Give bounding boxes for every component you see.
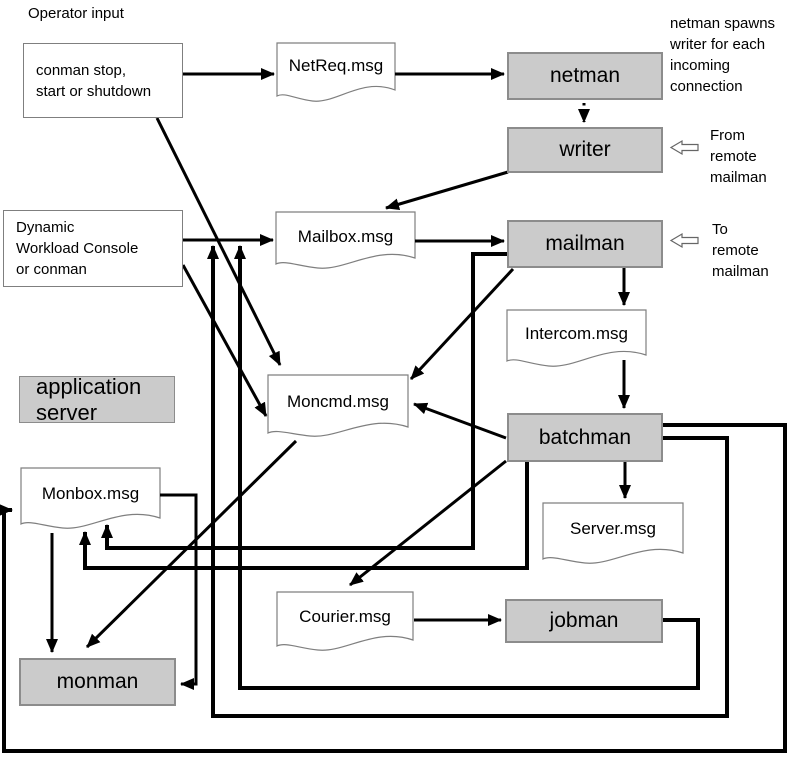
file-label-courier: Courier.msg: [299, 607, 391, 626]
arrow-batchman-to-moncmd: [413, 402, 507, 440]
netman-spawns-note: netman spawns writer for each incoming c…: [670, 15, 776, 95]
process-box-jobman: jobman: [505, 599, 663, 643]
arrow-batchman-to-monbox-bottom: [79, 462, 529, 570]
operator-input-label: Operator input: [28, 5, 124, 22]
arrow-writer-to-mailbox: [385, 170, 509, 211]
from-remote-arrow-icon: [669, 139, 699, 156]
file-label-netreq: NetReq.msg: [288, 56, 384, 75]
process-box-netman: netman: [507, 52, 663, 100]
file-mailbox-shape: [275, 211, 416, 269]
arrow-batchman-return-to-mailbox: [207, 245, 729, 718]
arrow-moncmd-to-monman: [85, 439, 298, 649]
dwc-box: Dynamic Workload Console or conman: [3, 210, 183, 287]
arrow-conman-to-moncmd: [155, 117, 282, 366]
arrow-mailman-to-monbox: [101, 252, 507, 550]
application-server-box: application server: [19, 374, 175, 425]
file-moncmd-shape: [267, 374, 409, 437]
arrow-monbox-to-monman-right: [160, 493, 198, 690]
process-box-writer: writer: [507, 127, 663, 173]
file-server-shape: [542, 502, 684, 564]
file-courier-shape: [276, 591, 414, 651]
file-label-moncmd: Moncmd.msg: [286, 392, 390, 411]
to-remote-arrow-icon: [669, 232, 699, 249]
conman-command-box: conman stop, start or shutdown: [23, 43, 183, 118]
arrow-batchman-loop-to-monbox-left: [0, 423, 787, 753]
arrow-mailman-to-moncmd: [409, 267, 515, 381]
process-box-batchman: batchman: [507, 413, 663, 462]
file-label-server: Server.msg: [570, 519, 656, 538]
from-remote-label: From remote mailman: [710, 127, 767, 186]
file-monbox-shape: [20, 467, 161, 529]
file-intercom-shape: [506, 309, 647, 367]
to-remote-label: To remote mailman: [712, 221, 769, 280]
process-box-mailman: mailman: [507, 220, 663, 268]
file-netreq-shape: [276, 42, 396, 102]
process-box-monman: monman: [19, 658, 176, 706]
arrow-batchman-to-courier: [349, 459, 507, 587]
file-label-mailbox: Mailbox.msg: [297, 227, 394, 246]
arrow-dwc-to-moncmd: [181, 264, 268, 417]
file-label-monbox: Monbox.msg: [41, 484, 140, 503]
file-label-intercom: Intercom.msg: [525, 324, 628, 343]
arrow-jobman-return-to-mailbox: [234, 245, 700, 690]
